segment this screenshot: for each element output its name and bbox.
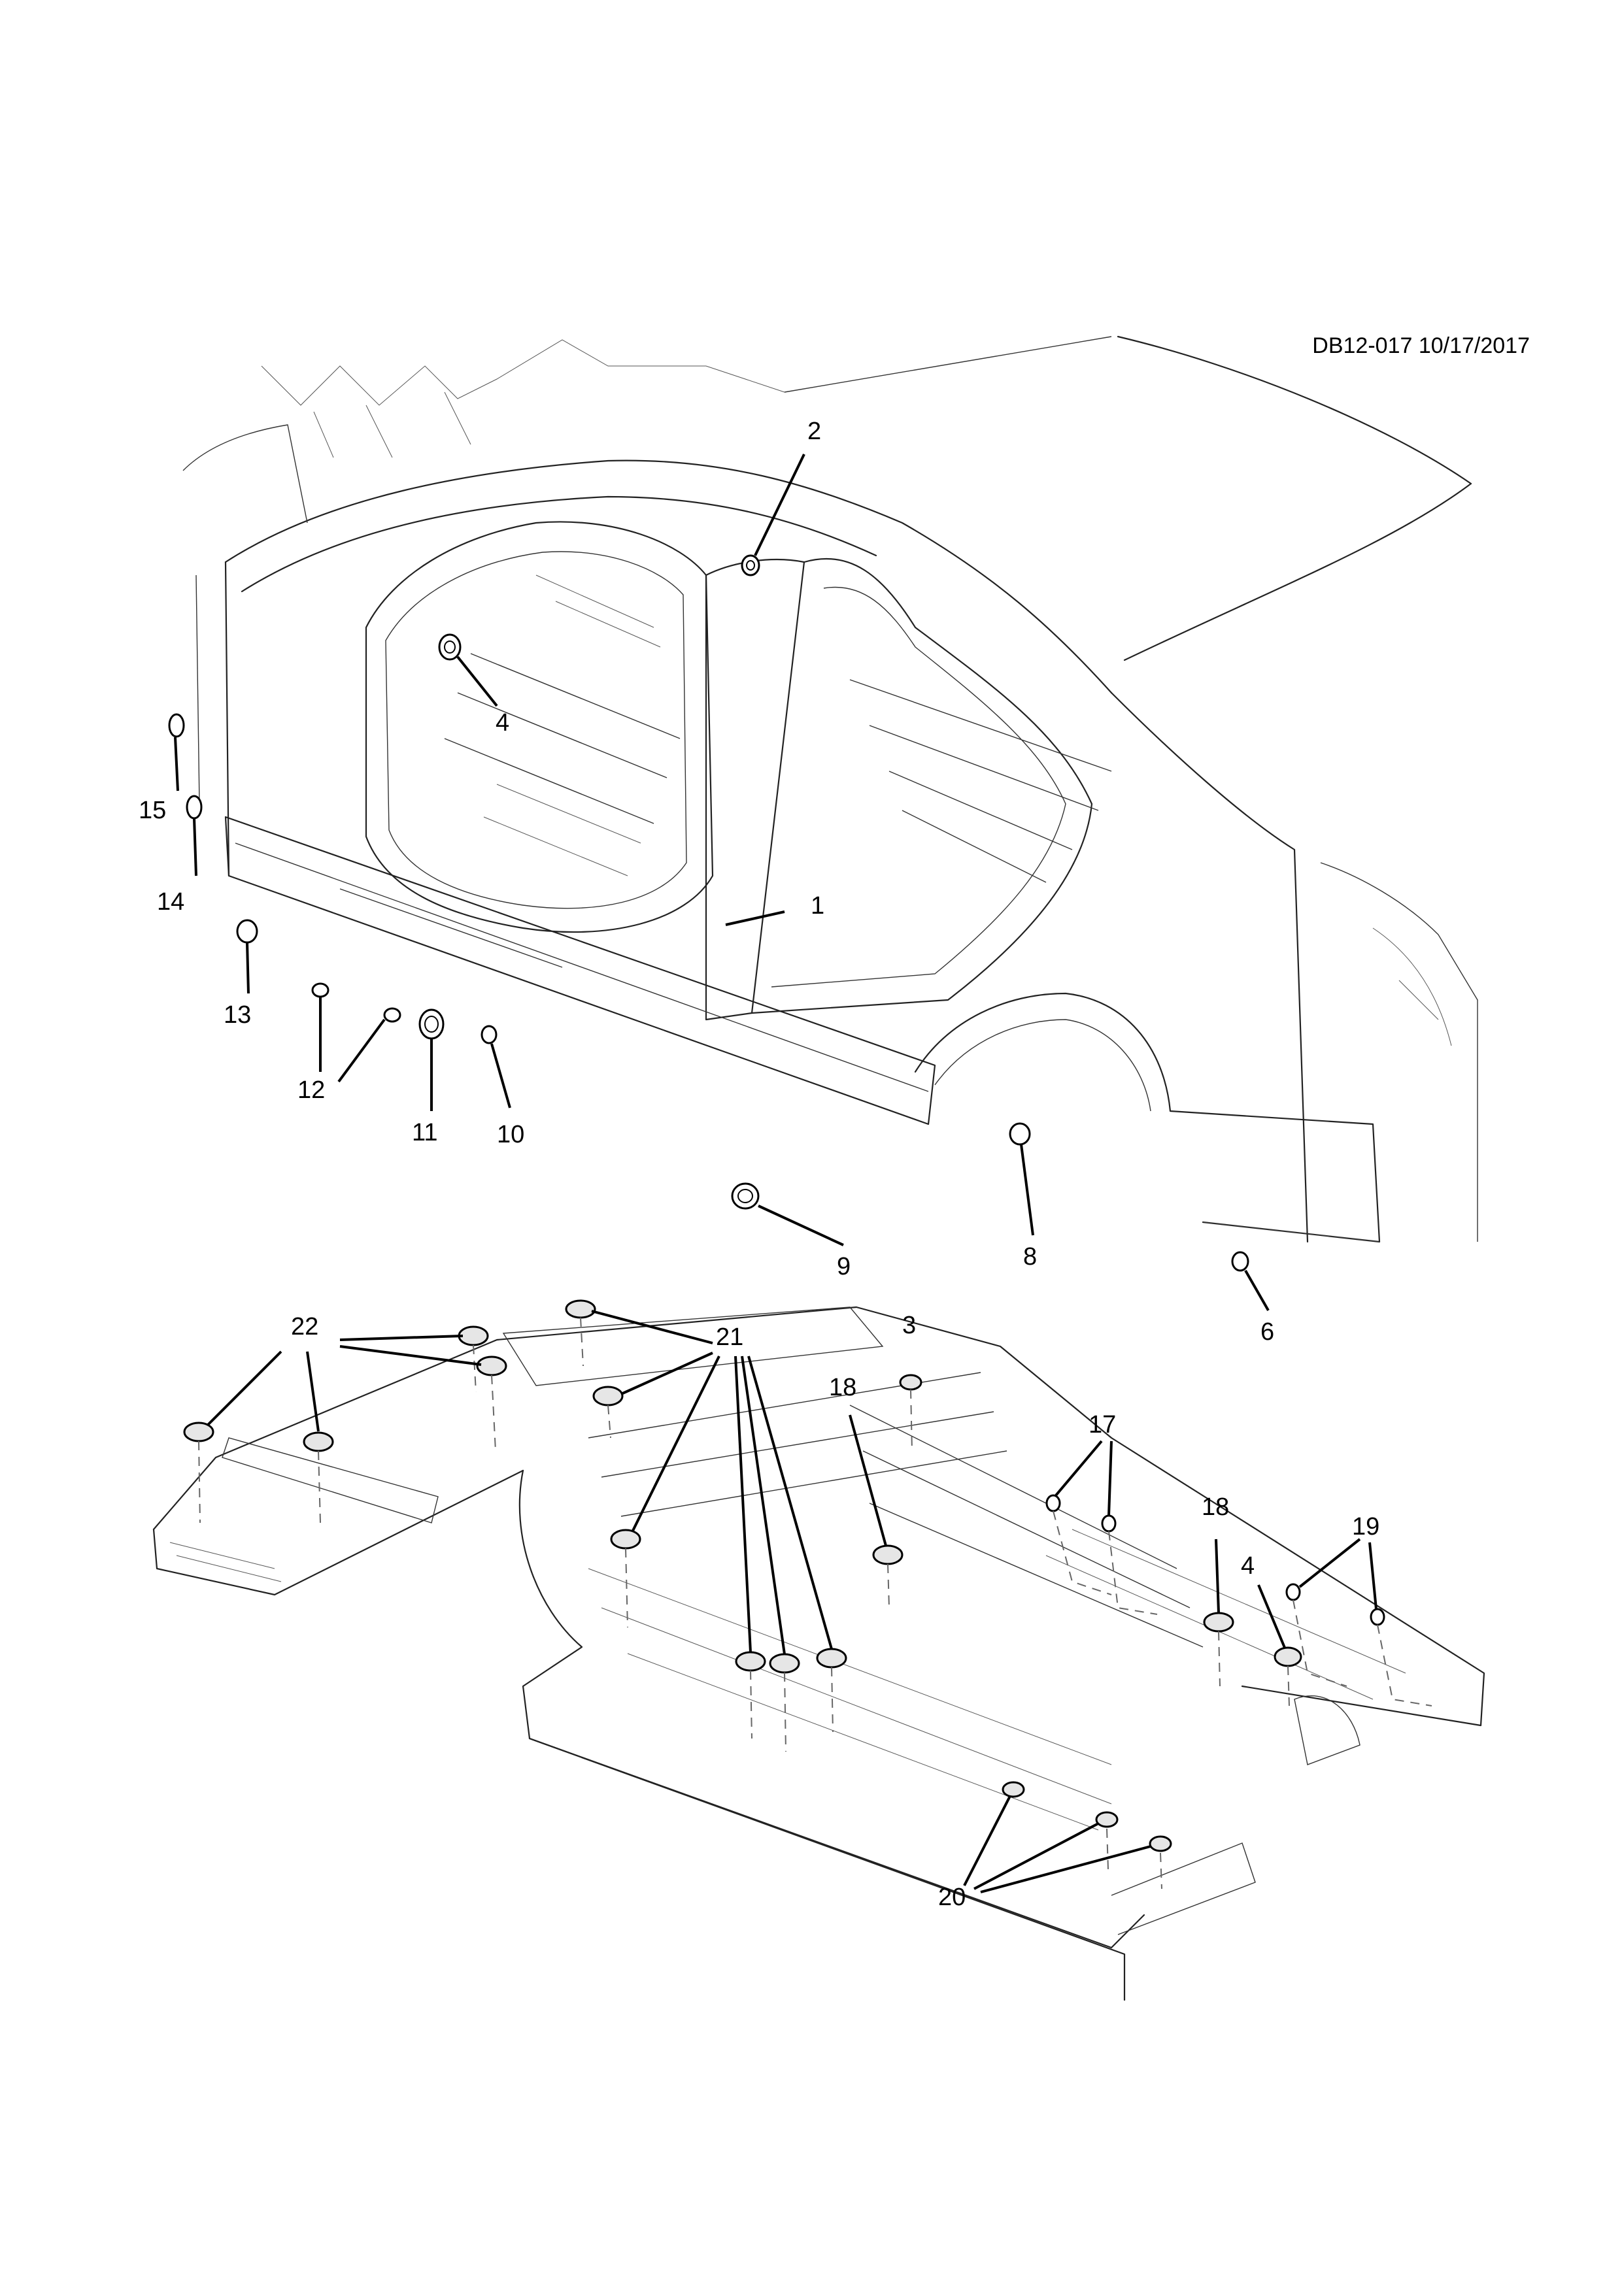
plug-item-19-b xyxy=(1370,1608,1385,1626)
callout-1: 1 xyxy=(811,892,824,920)
callout-18-a: 18 xyxy=(829,1374,856,1401)
callout-19: 19 xyxy=(1352,1513,1379,1540)
install-lines xyxy=(198,1317,1432,1889)
callout-17: 17 xyxy=(1089,1411,1116,1439)
plug-item-21-b xyxy=(592,1386,624,1406)
plug-item-22-a xyxy=(458,1325,489,1346)
plug-item-22-d xyxy=(303,1431,334,1452)
leader-lines xyxy=(174,454,1377,1893)
floor-pan-illustration xyxy=(152,1306,1485,2001)
callout-4-upper: 4 xyxy=(496,709,509,737)
plug-item-2 xyxy=(741,554,760,576)
plug-item-8 xyxy=(1009,1122,1031,1146)
plug-item-9 xyxy=(731,1182,760,1210)
callout-8: 8 xyxy=(1023,1243,1037,1271)
callout-14: 14 xyxy=(157,888,184,916)
callout-3: 3 xyxy=(902,1312,916,1339)
plug-item-12-b xyxy=(383,1007,401,1023)
callout-2: 2 xyxy=(807,418,821,445)
plug-item-21-e xyxy=(769,1653,800,1674)
callout-18-b: 18 xyxy=(1202,1493,1229,1521)
callout-20: 20 xyxy=(938,1884,966,1911)
callout-12: 12 xyxy=(297,1076,325,1104)
callout-11: 11 xyxy=(412,1119,437,1146)
plug-item-15 xyxy=(168,713,185,738)
plug-item-6 xyxy=(1231,1251,1249,1272)
plug-item-14 xyxy=(186,795,203,820)
plug-item-20-a xyxy=(1002,1781,1025,1798)
plug-item-4-lower xyxy=(1274,1646,1302,1667)
plug-item-10 xyxy=(481,1025,498,1044)
plugs-lower xyxy=(183,1299,1385,1852)
plug-item-17-a xyxy=(1045,1494,1061,1512)
callout-6: 6 xyxy=(1260,1318,1274,1346)
plug-item-21-d xyxy=(735,1651,766,1672)
plug-item-17-b xyxy=(1101,1514,1117,1533)
body-side-illustration xyxy=(182,335,1478,1243)
plug-item-20-c xyxy=(1149,1835,1172,1852)
plug-item-12-a xyxy=(311,982,329,998)
plugs-upper xyxy=(168,554,1249,1272)
plug-item-18-b xyxy=(1203,1612,1234,1633)
plug-item-19-a xyxy=(1285,1583,1301,1601)
plug-item-3 xyxy=(899,1374,922,1391)
plug-item-4-upper xyxy=(438,633,462,661)
plug-item-20-b xyxy=(1095,1811,1119,1828)
callout-9: 9 xyxy=(837,1253,851,1280)
plug-item-13 xyxy=(236,919,258,944)
plug-item-11 xyxy=(418,1008,445,1040)
callout-10: 10 xyxy=(497,1121,524,1148)
callout-labels: 2 1 4 15 14 13 12 11 10 9 8 6 22 21 3 18… xyxy=(139,418,1379,1911)
plug-item-22-b xyxy=(476,1356,507,1376)
plug-item-21-c xyxy=(610,1529,641,1550)
plug-item-21-f xyxy=(816,1648,847,1669)
plug-item-18-a xyxy=(872,1544,904,1565)
document-id: DB12-017 10/17/2017 xyxy=(1312,333,1530,358)
callout-15: 15 xyxy=(139,797,166,824)
callout-21: 21 xyxy=(716,1323,743,1351)
callout-22: 22 xyxy=(291,1313,318,1340)
plug-item-21-a xyxy=(565,1299,596,1319)
callout-13: 13 xyxy=(224,1001,251,1029)
callout-4-lower: 4 xyxy=(1241,1552,1255,1580)
